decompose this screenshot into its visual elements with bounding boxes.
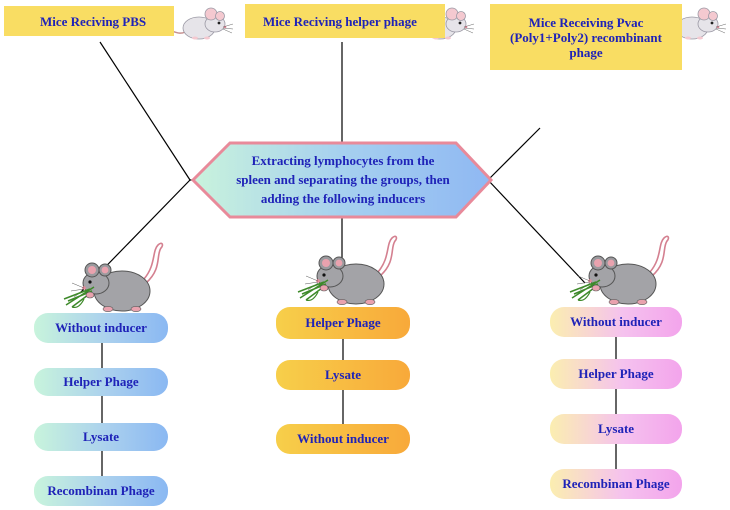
left-pill-4: Recombinan Phage [34, 476, 168, 506]
header-helper: Mice Reciving helper phage [245, 4, 445, 38]
header-pvac-line2: (Poly1+Poly2) recombinant [510, 29, 662, 45]
left-pill-2: Helper Phage [34, 368, 168, 396]
middle-pill-2: Lysate [276, 360, 410, 390]
header-pbs: Mice Reciving PBS [4, 6, 174, 36]
mouse-icon [569, 235, 670, 306]
right-pill-2: Helper Phage [550, 359, 682, 389]
center-text-line1: Extracting lymphocytes from the [251, 153, 435, 168]
right-pill-1: Without inducer [550, 307, 682, 337]
right-pill-3: Lysate [550, 414, 682, 444]
center-text-line3: adding the following inducers [260, 191, 426, 206]
mouse-icon [297, 235, 398, 306]
mouse-icon [168, 7, 234, 41]
connector-lines [79, 41, 617, 476]
header-pbs-label: Mice Reciving PBS [40, 13, 147, 29]
right-pill-4: Recombinan Phage [550, 469, 682, 499]
mouse-icon [63, 242, 164, 313]
left-pill-1: Without inducer [34, 313, 168, 343]
middle-pill-1: Helper Phage [276, 307, 410, 339]
middle-pill-3: Without inducer [276, 424, 410, 454]
header-pvac: Mice Receiving Pvac (Poly1+Poly2) recomb… [490, 4, 682, 70]
line-pbs-to-junction [99, 41, 191, 181]
header-helper-label: Mice Reciving helper phage [263, 13, 417, 29]
left-pill-3: Lysate [34, 423, 168, 451]
header-pvac-line3: phage [569, 44, 603, 60]
line-junction-to-right [487, 179, 586, 284]
center-hexagon [190, 141, 494, 219]
center-text-line2: spleen and separating the groups, then [236, 172, 450, 187]
line-junction-to-pvac [487, 127, 541, 181]
header-pvac-line1: Mice Receiving Pvac [528, 14, 644, 30]
center-text: Extracting lymphocytes from the spleen a… [215, 151, 471, 208]
